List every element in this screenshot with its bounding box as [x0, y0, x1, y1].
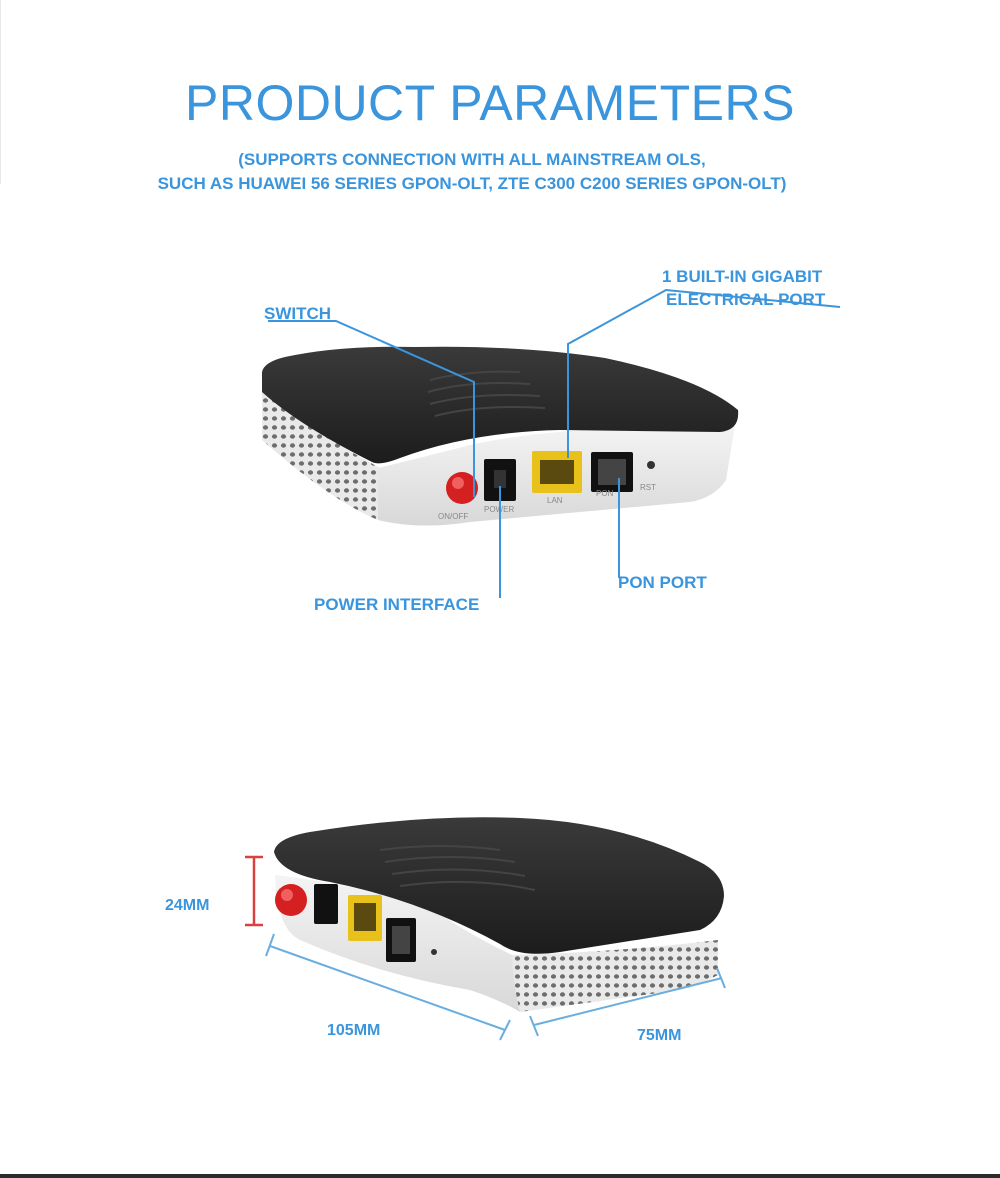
pon-port-icon-bottom: [386, 918, 416, 962]
pon-port-label: PON PORT: [618, 573, 707, 592]
gigabit-label-line-1: 1 BUILT-IN GIGABIT: [662, 267, 823, 286]
port-label-on-off: ON/OFF: [438, 512, 468, 521]
width-dimension-line: [533, 977, 723, 1026]
port-label-pon: PON: [596, 489, 614, 498]
lan-port-icon-bottom: [348, 895, 382, 941]
gigabit-callout-line: [567, 288, 841, 458]
switch-label: SWITCH: [264, 304, 332, 323]
length-dimension-line: [269, 945, 506, 1031]
bottom-divider-bar: [0, 1174, 1000, 1178]
power-interface-label: POWER INTERFACE: [314, 595, 480, 614]
device-lid: [262, 346, 739, 464]
left-edge-divider: [0, 0, 1, 184]
gigabit-label-line-2: ELECTRICAL PORT: [666, 290, 826, 309]
subtitle-line-2: SUCH AS HUAWEI 56 SERIES GPON-OLT, ZTE C…: [157, 174, 787, 193]
port-label-lan: LAN: [547, 496, 563, 505]
device-vent-side-bottom: [512, 940, 718, 1012]
device-vent-side: [262, 392, 380, 520]
device-front-body-bottom: [275, 875, 520, 1012]
subtitle-line-1: (SUPPORTS CONNECTION WITH ALL MAINSTREAM…: [238, 150, 706, 169]
switch-knob-icon-bottom: [275, 884, 307, 916]
height-dimension-label: 24MM: [165, 897, 210, 914]
reset-hole-icon: [647, 461, 655, 469]
length-dimension-label: 105MM: [327, 1022, 381, 1039]
page-title: PRODUCT PARAMETERS: [184, 75, 795, 131]
switch-callout-line: [268, 320, 475, 497]
device-lid-bottom: [274, 817, 724, 954]
power-jack-icon-bottom: [314, 884, 338, 924]
reset-hole-icon-bottom: [431, 949, 437, 955]
port-label-rst: RST: [640, 483, 656, 492]
width-dimension-label: 75MM: [637, 1027, 682, 1044]
device-rear-view-image: ON/OFF POWER LAN PON RST: [262, 288, 841, 598]
